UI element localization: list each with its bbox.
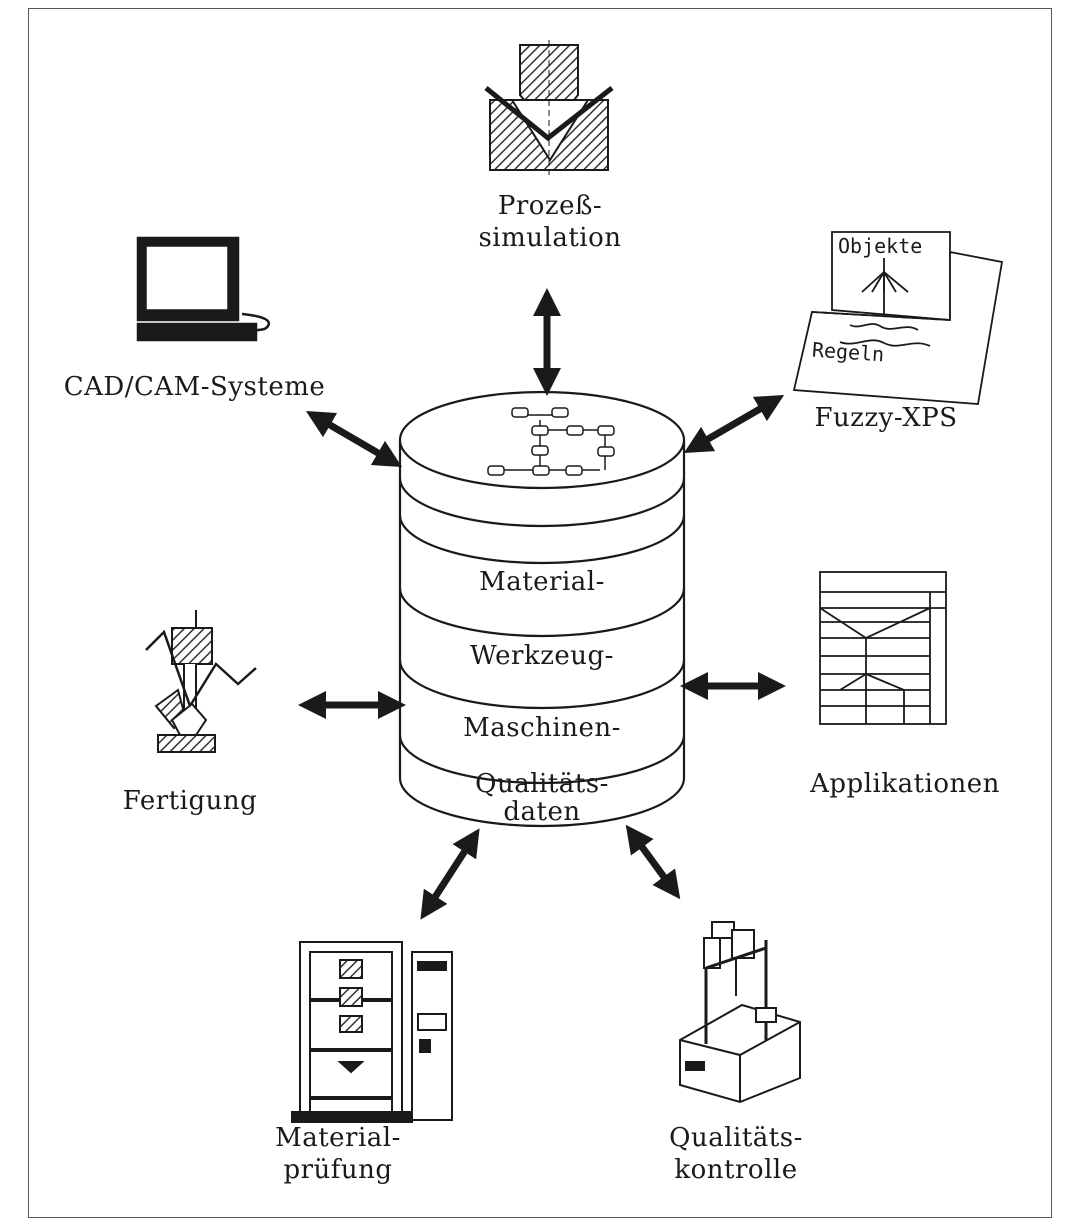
fuzzy-xps-icon <box>792 231 1004 405</box>
label-qualitaetskontrolle-line2: kontrolle <box>674 1155 798 1185</box>
label-fuzzy-xps: Fuzzy-XPS <box>814 403 958 433</box>
layer-qualitaetsdaten-line1: Qualitäts- <box>475 769 609 799</box>
database-cylinder <box>398 390 686 828</box>
arrow-fuzzy <box>683 394 785 454</box>
measuring-machine-icon <box>679 921 801 1104</box>
layer-werkzeug: Werkzeug- <box>470 641 614 671</box>
label-cad-cam: CAD/CAM-Systeme <box>63 372 326 402</box>
bending-tool-icon <box>145 610 257 753</box>
arrow-cad <box>305 410 403 468</box>
label-applikationen: Applikationen <box>810 769 1000 799</box>
label-qualitaetskontrolle-line1: Qualitäts- <box>669 1123 803 1153</box>
label-materialpruefung: Material- prüfung <box>258 1122 418 1186</box>
label-qualitaetskontrolle: Qualitäts- kontrolle <box>656 1122 816 1186</box>
layer-qualitaetsdaten-line2: daten <box>503 797 581 827</box>
fuzzy-card-regeln: Regeln <box>811 337 885 367</box>
diagram-frame <box>28 8 1052 1218</box>
arrow-qualitaetskontrolle <box>625 824 681 900</box>
data-structure-icon <box>487 407 615 476</box>
computer-terminal-icon <box>136 236 271 342</box>
arrow-materialpruefung <box>420 828 480 920</box>
testing-machine-icon <box>291 941 453 1123</box>
label-fertigung: Fertigung <box>122 786 258 816</box>
label-prozess-line1: Prozeß- <box>497 191 603 221</box>
bending-press-icon <box>484 40 614 175</box>
layer-material: Material- <box>479 567 605 597</box>
label-prozess-simulation: Prozeß- simulation <box>470 190 630 254</box>
label-materialpruefung-line1: Material- <box>275 1123 401 1153</box>
label-materialpruefung-line2: prüfung <box>283 1155 393 1185</box>
layer-qualitaetsdaten: Qualitäts- daten <box>442 770 642 826</box>
layer-maschinen: Maschinen- <box>463 713 621 743</box>
label-prozess-line2: simulation <box>478 223 622 253</box>
arrows <box>298 288 786 920</box>
fuzzy-card-objekte: Objekte <box>838 234 923 258</box>
application-window-icon <box>819 571 947 725</box>
